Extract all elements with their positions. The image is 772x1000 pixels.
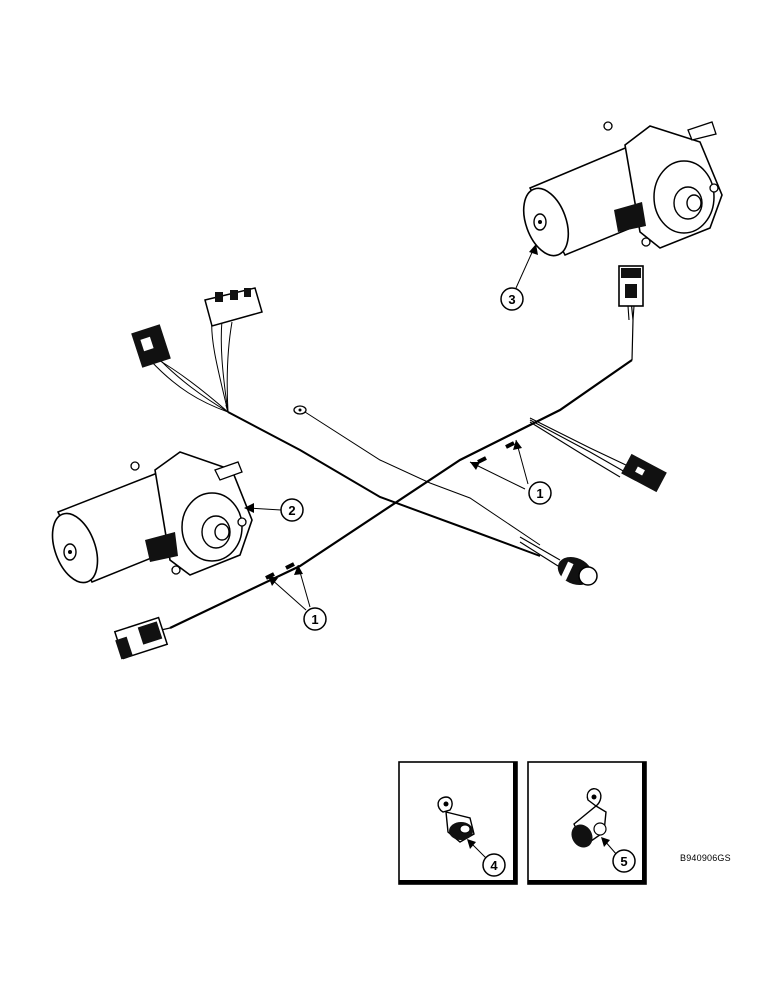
callout-label: 1 [536,486,543,501]
callout-label: 2 [288,503,295,518]
callout-label: 3 [508,292,515,307]
ground-ring-terminal [293,405,307,415]
cable-clamp-icon [571,788,607,848]
callout-label: 5 [620,854,627,869]
motor-upper-right [522,121,723,257]
connector-upper-center [204,287,263,413]
motor-left [51,451,253,584]
callout-1-lower: 1 [268,564,327,631]
callout-3: 3 [500,244,538,311]
connector-upper-right [618,265,644,321]
callout-2: 2 [244,498,304,522]
connector-right [621,453,667,493]
connector-upper-left [131,324,229,413]
detail-inset-clip-4: 4 [398,761,518,885]
connector-lower-left [113,616,171,660]
detail-inset-clip-5: 5 [527,761,647,885]
figure-id-label: B940906GS [680,853,731,863]
cable-clamp-icon [437,796,475,843]
callout-label: 1 [311,612,318,627]
wiring-harness [169,299,634,629]
callout-1-upper: 1 [469,439,552,505]
connector-lower-right [519,536,598,586]
callout-label: 4 [490,858,498,873]
